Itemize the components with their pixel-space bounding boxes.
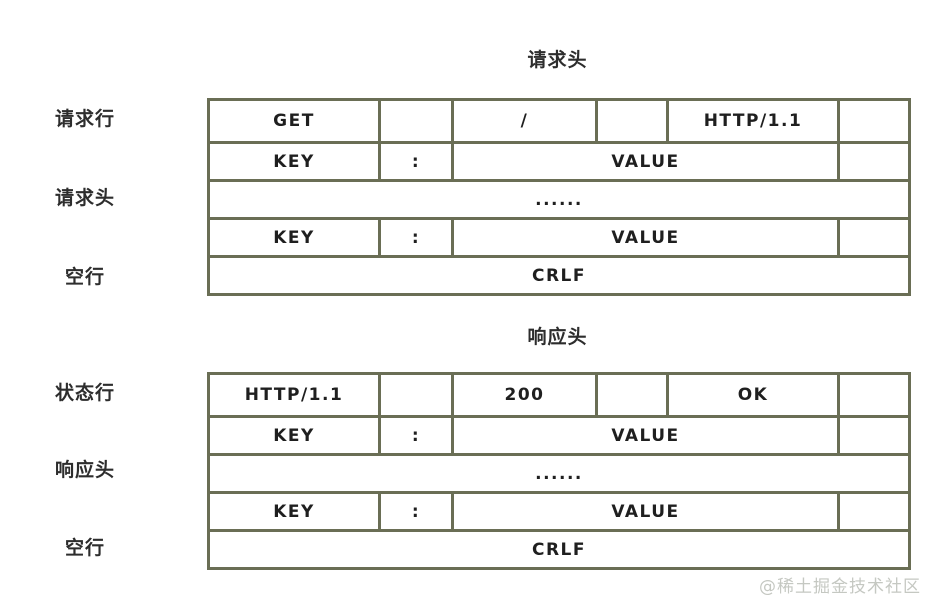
status-code-cell: 200 <box>451 372 598 418</box>
request-message-table: GET / HTTP/1.1 KEY : VALUE ...... KEY : … <box>207 98 911 296</box>
version-cell: HTTP/1.1 <box>207 372 381 418</box>
spacer-cell <box>837 141 911 182</box>
ellipsis-row: ...... <box>207 179 911 220</box>
header-kv-row: KEY : VALUE <box>207 141 911 182</box>
colon-cell: : <box>378 491 454 532</box>
status-text-cell: OK <box>666 372 840 418</box>
spacer-cell <box>837 491 911 532</box>
value-cell: VALUE <box>451 217 840 258</box>
crlf-cell: CRLF <box>207 255 911 296</box>
watermark: @稀土掘金技术社区 <box>759 577 921 597</box>
colon-cell: : <box>378 141 454 182</box>
ellipsis-row: ...... <box>207 453 911 494</box>
label-empty-line-request: 空行 <box>64 266 105 288</box>
colon-cell: : <box>378 415 454 456</box>
key-cell: KEY <box>207 491 381 532</box>
colon-cell: : <box>378 217 454 258</box>
spacer-cell <box>378 98 454 144</box>
spacer-cell <box>837 217 911 258</box>
key-cell: KEY <box>207 415 381 456</box>
header-kv-row: KEY : VALUE <box>207 415 911 456</box>
request-section-title: 请求头 <box>527 49 588 71</box>
label-response-headers: 响应头 <box>54 459 115 481</box>
request-line-row: GET / HTTP/1.1 <box>207 98 911 144</box>
value-cell: VALUE <box>451 141 840 182</box>
ellipsis-cell: ...... <box>207 179 911 220</box>
value-cell: VALUE <box>451 415 840 456</box>
spacer-cell <box>378 372 454 418</box>
key-cell: KEY <box>207 217 381 258</box>
value-cell: VALUE <box>451 491 840 532</box>
spacer-cell <box>595 98 669 144</box>
status-line-row: HTTP/1.1 200 OK <box>207 372 911 418</box>
spacer-cell <box>595 372 669 418</box>
label-empty-line-response: 空行 <box>64 537 105 559</box>
header-kv-row: KEY : VALUE <box>207 491 911 532</box>
crlf-row: CRLF <box>207 529 911 570</box>
spacer-cell <box>837 98 911 144</box>
response-section-title: 响应头 <box>527 326 588 348</box>
crlf-cell: CRLF <box>207 529 911 570</box>
spacer-cell <box>837 372 911 418</box>
response-message-table: HTTP/1.1 200 OK KEY : VALUE ...... KEY :… <box>207 372 911 570</box>
spacer-cell <box>837 415 911 456</box>
crlf-row: CRLF <box>207 255 911 296</box>
key-cell: KEY <box>207 141 381 182</box>
label-request-line: 请求行 <box>54 108 115 130</box>
label-status-line: 状态行 <box>54 382 115 404</box>
path-cell: / <box>451 98 598 144</box>
header-kv-row: KEY : VALUE <box>207 217 911 258</box>
ellipsis-cell: ...... <box>207 453 911 494</box>
version-cell: HTTP/1.1 <box>666 98 840 144</box>
label-request-headers: 请求头 <box>54 187 115 209</box>
method-cell: GET <box>207 98 381 144</box>
